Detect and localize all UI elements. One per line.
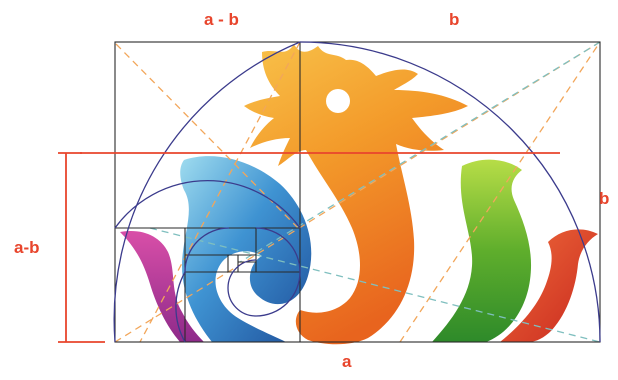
outer-arc xyxy=(113,41,301,343)
magenta-flame xyxy=(120,230,204,342)
label-b-top: b xyxy=(449,10,460,29)
dragon-eye xyxy=(326,89,350,113)
golden-spiral xyxy=(113,41,601,343)
spiral-arc xyxy=(114,180,301,343)
guide-line xyxy=(149,227,601,343)
measurement-lines xyxy=(58,152,560,343)
guide-line xyxy=(399,41,601,343)
blue-flame xyxy=(180,156,312,342)
outer-rectangle xyxy=(114,41,601,343)
golden-grid xyxy=(114,41,601,343)
red-flame xyxy=(500,229,598,342)
green-flame xyxy=(432,159,532,342)
logo-artwork xyxy=(120,44,598,345)
label-a-minus-b-left: a-b xyxy=(14,238,40,257)
guide-line xyxy=(139,41,301,343)
outer-arc xyxy=(299,41,601,343)
label-a-bottom: a xyxy=(342,352,352,371)
label-a-minus-b-top: a - b xyxy=(204,10,239,29)
label-b-right: b xyxy=(599,189,610,208)
